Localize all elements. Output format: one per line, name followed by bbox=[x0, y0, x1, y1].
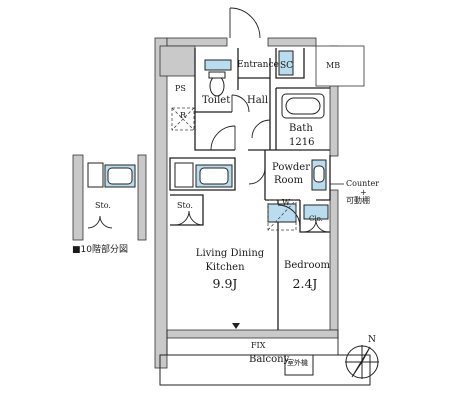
label-counter: Counter bbox=[346, 179, 380, 188]
fixture-outlines bbox=[87, 71, 371, 386]
toilet-tank bbox=[208, 71, 226, 79]
fix-arrow bbox=[232, 323, 240, 329]
label-counter-plus: + bbox=[360, 188, 367, 197]
toilet-bowl bbox=[209, 75, 225, 97]
label-balcony: Balcony bbox=[249, 354, 290, 365]
label-storage: Sto. bbox=[177, 201, 193, 210]
balcony-area bbox=[159, 354, 371, 386]
wall-left bbox=[154, 37, 168, 369]
wall-mb bbox=[315, 45, 365, 87]
label-bedroom: Bedroom bbox=[284, 260, 330, 271]
label-hall: Hall bbox=[247, 95, 269, 106]
wall-detail-left bbox=[72, 154, 84, 241]
label-fix: FIX bbox=[251, 341, 266, 350]
label-living-1: Living Dining bbox=[195, 248, 265, 259]
wall-detail-right bbox=[137, 154, 147, 241]
label-balcony-ac: 室外機 bbox=[287, 359, 308, 367]
hob bbox=[174, 162, 194, 188]
label-compass-north: N bbox=[368, 335, 376, 345]
label-toilet: Toilet bbox=[202, 95, 231, 106]
toilet-basin-shelf bbox=[204, 59, 232, 71]
label-storage-detail: Sto. bbox=[95, 201, 111, 210]
shoe-cabinet bbox=[278, 50, 294, 76]
label-powder-room-2: Room bbox=[274, 175, 304, 186]
wall-block-upper-left bbox=[159, 45, 196, 77]
washer-box bbox=[267, 199, 297, 231]
label-r: R bbox=[180, 111, 187, 120]
label-closet: Clo. bbox=[309, 215, 323, 223]
label-movable-shelf: 可動棚 bbox=[346, 196, 370, 205]
label-ps: PS bbox=[175, 84, 186, 93]
doors bbox=[87, 7, 339, 355]
closet-shelf bbox=[303, 204, 329, 220]
r-box bbox=[171, 107, 195, 131]
wall-top-right bbox=[267, 37, 317, 47]
label-powder-room-1: Powder bbox=[272, 162, 311, 173]
label-bath: Bath bbox=[289, 123, 313, 134]
label-entrance: Entrance bbox=[237, 60, 279, 70]
label-sc: SC bbox=[280, 61, 294, 71]
balcony-ac bbox=[284, 354, 314, 376]
wall-top-left bbox=[166, 37, 228, 47]
wall-right-lower bbox=[329, 189, 339, 331]
partitions bbox=[169, 48, 331, 330]
label-bath-size: 1216 bbox=[289, 137, 315, 148]
label-living-size: 9.9J bbox=[212, 276, 238, 291]
label-washer: W bbox=[282, 198, 291, 207]
label-living-2: Kitchen bbox=[205, 262, 245, 273]
compass bbox=[345, 345, 379, 379]
walls bbox=[72, 37, 365, 369]
label-mb: MB bbox=[326, 61, 341, 70]
label-bedroom-size: 2.4J bbox=[292, 276, 318, 291]
wall-bottom bbox=[166, 329, 339, 339]
label-floor-note: ■10階部分図 bbox=[72, 245, 128, 255]
dashed-lines bbox=[171, 107, 297, 231]
